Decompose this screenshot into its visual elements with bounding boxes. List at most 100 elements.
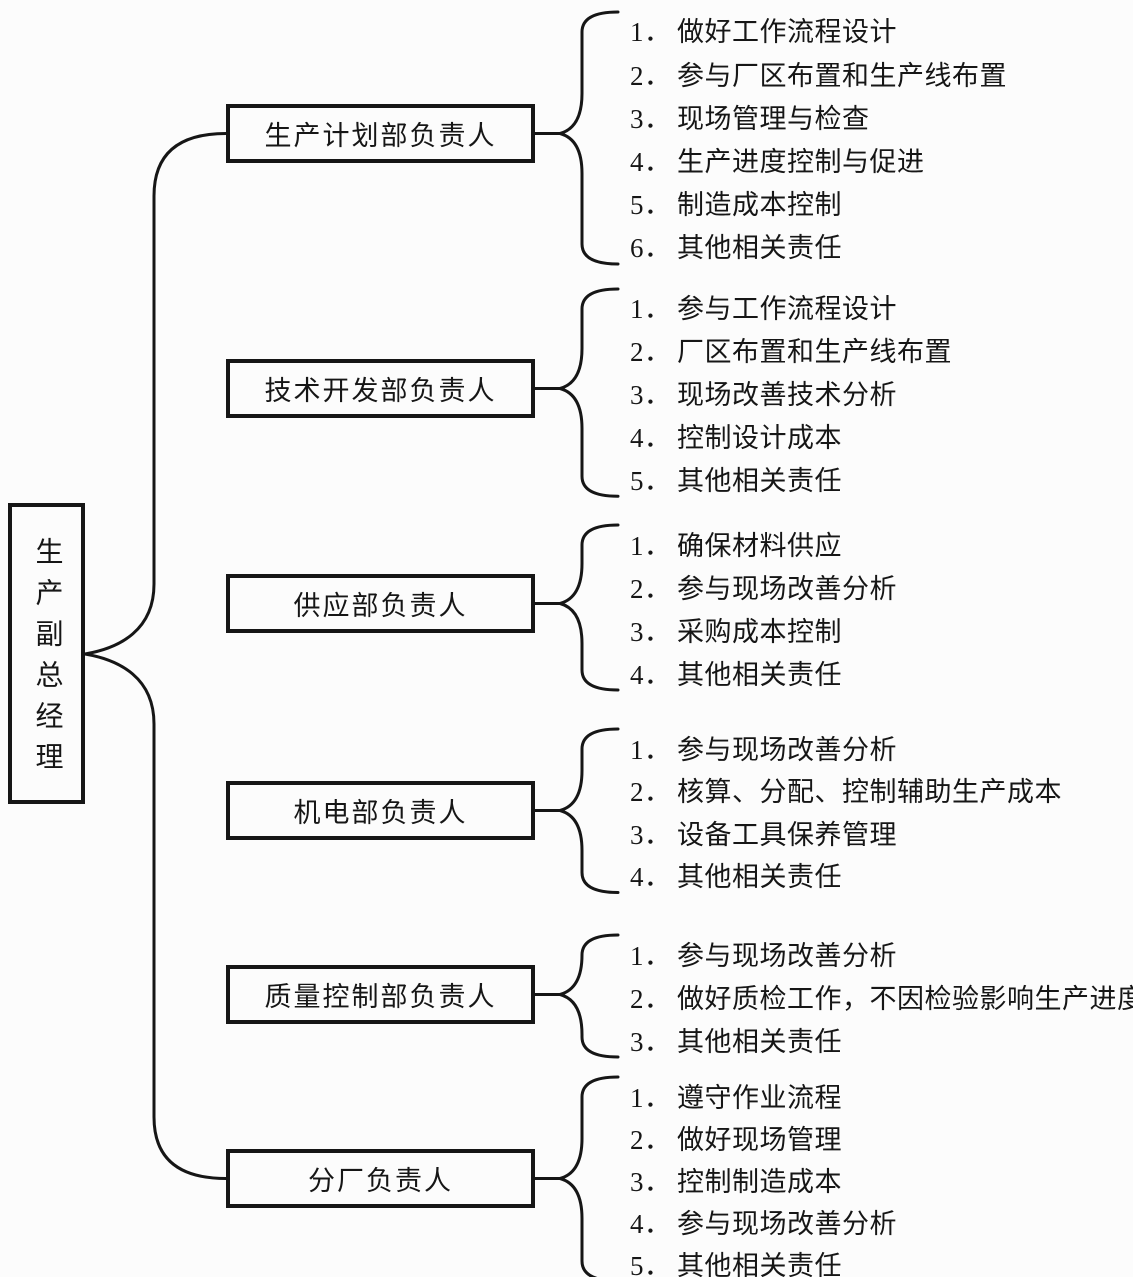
duty-item: 2．核算、分配、控制辅助生产成本 [630,768,1062,811]
duty-item: 2．参与厂区布置和生产线布置 [630,52,1007,95]
duty-item: 1．做好工作流程设计 [630,8,1007,51]
duty-item: 2．厂区布置和生产线布置 [630,328,952,371]
duty-item-text: 控制制造成本 [677,1166,842,1197]
duty-item-number: 2． [630,777,672,807]
duty-item-text: 采购成本控制 [677,616,842,647]
duty-item: 5．其他相关责任 [630,457,952,500]
duty-item-text: 厂区布置和生产线布置 [677,337,952,368]
duty-item-number: 2． [630,573,672,604]
duty-item: 6．其他相关责任 [630,224,1007,267]
duty-item-text: 参与厂区布置和生产线布置 [677,60,1007,91]
duty-item: 1．遵守作业流程 [630,1074,897,1116]
duty-item-text: 现场改善技术分析 [677,380,897,411]
duty-item-text: 核算、分配、控制辅助生产成本 [677,777,1062,807]
duty-item-text: 参与现场改善分析 [677,573,897,604]
dept-box: 分厂负责人 [226,1149,535,1208]
duty-item: 3．设备工具保养管理 [630,811,1062,854]
duty-item: 3．现场管理与检查 [630,95,1007,138]
duty-item-number: 2． [630,983,672,1014]
duty-item-text: 生产进度控制与促进 [677,147,925,178]
duty-item: 2．做好现场管理 [630,1116,897,1158]
duty-item: 2．做好质检工作，不因检验影响生产进度 [630,975,1133,1018]
duty-item: 4．其他相关责任 [630,853,1062,896]
duty-item-text: 其他相关责任 [677,233,842,264]
root-box: 生产副总经理 [8,503,85,804]
duty-item: 4．生产进度控制与促进 [630,138,1007,181]
duty-item-text: 做好现场管理 [677,1124,842,1155]
duty-item-number: 2． [630,337,672,368]
duty-item-number: 1． [630,530,672,561]
duty-item-number: 4． [630,422,672,453]
duty-item-text: 现场管理与检查 [677,103,870,134]
duty-item: 3．控制制造成本 [630,1158,897,1200]
duty-item-text: 其他相关责任 [677,1026,842,1057]
dept-box-label: 生产计划部负责人 [264,121,497,151]
duty-item-text: 做好质检工作，不因检验影响生产进度 [677,983,1133,1014]
duty-item-text: 控制设计成本 [677,422,842,453]
duty-item-number: 5． [630,465,672,496]
duty-item-text: 其他相关责任 [677,465,842,496]
duty-item-text: 其他相关责任 [677,862,842,892]
duty-item-number: 1． [630,1082,672,1113]
duty-item: 4．参与现场改善分析 [630,1200,897,1242]
dept-box-label: 机电部负责人 [293,798,468,828]
duty-item: 3．采购成本控制 [630,608,897,651]
duty-item-text: 确保材料供应 [677,530,842,561]
duty-item: 4．控制设计成本 [630,414,952,457]
duty-item-text: 做好工作流程设计 [677,17,897,48]
duty-item: 1．参与现场改善分析 [630,932,1133,975]
duty-item-number: 2． [630,60,672,91]
duty-item: 4．其他相关责任 [630,651,897,694]
duty-item-number: 5． [630,1250,672,1277]
duty-item-number: 3． [630,616,672,647]
duty-item-number: 3． [630,819,672,850]
duty-item-text: 参与现场改善分析 [677,1208,897,1239]
duty-item-number: 3． [630,1026,672,1057]
duty-item-number: 6． [630,233,672,264]
duty-item-number: 4． [630,147,672,178]
duty-item-number: 1． [630,17,672,48]
duty-item: 5．制造成本控制 [630,181,1007,224]
duty-item-number: 1． [630,734,672,765]
root-label: 生产副总经理 [31,537,63,783]
dept-box: 供应部负责人 [226,574,535,633]
duty-item-number: 3． [630,380,672,411]
dept-box-label: 分厂负责人 [308,1166,453,1196]
duty-item-text: 参与现场改善分析 [677,940,897,971]
duty-item-text: 其他相关责任 [677,659,842,690]
duty-item: 1．确保材料供应 [630,522,897,565]
duty-item-text: 其他相关责任 [677,1250,842,1277]
duty-item: 1．参与现场改善分析 [630,726,1062,769]
duty-item: 5．其他相关责任 [630,1242,897,1277]
duty-item-number: 3． [630,1166,672,1197]
dept-box: 生产计划部负责人 [226,104,535,163]
duty-item-text: 制造成本控制 [677,190,842,221]
dept-box: 质量控制部负责人 [226,965,535,1024]
duty-item-number: 5． [630,190,672,221]
dept-box: 机电部负责人 [226,781,535,840]
duty-item-number: 4． [630,659,672,690]
duty-item: 3．现场改善技术分析 [630,371,952,414]
dept-box-label: 供应部负责人 [293,591,468,621]
duty-item: 3．其他相关责任 [630,1018,1133,1061]
dept-box: 技术开发部负责人 [226,359,535,418]
duty-item-number: 2． [630,1124,672,1155]
dept-box-label: 质量控制部负责人 [264,982,497,1012]
duty-item-number: 4． [630,1208,672,1239]
duty-item-number: 3． [630,103,672,134]
duty-item-text: 参与工作流程设计 [677,294,897,325]
duty-item-number: 1． [630,940,672,971]
duty-item: 2．参与现场改善分析 [630,565,897,608]
dept-box-label: 技术开发部负责人 [264,376,497,406]
duty-item-text: 参与现场改善分析 [677,734,897,765]
duty-item-text: 设备工具保养管理 [677,819,897,850]
duty-item-number: 4． [630,862,672,892]
duty-item-number: 1． [630,294,672,325]
